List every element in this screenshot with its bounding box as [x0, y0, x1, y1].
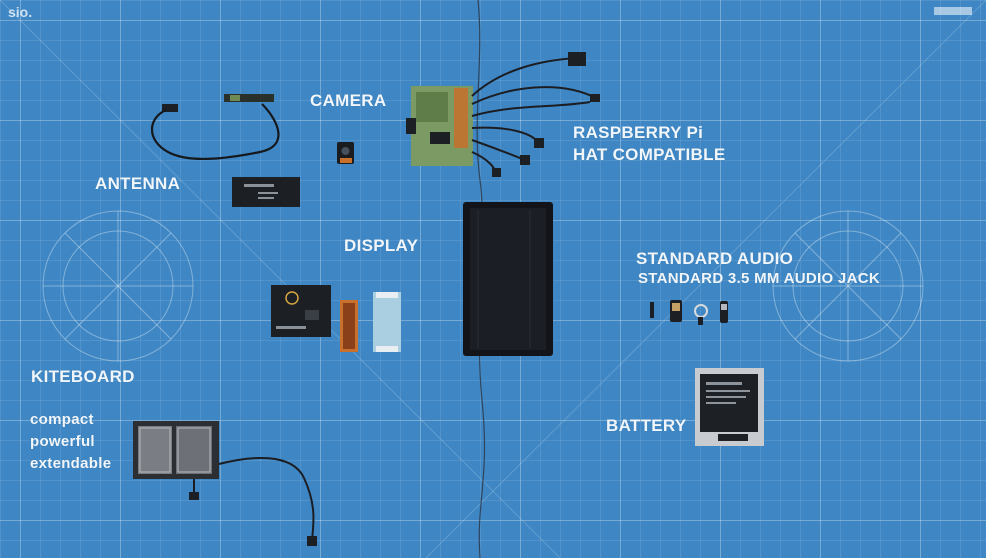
mat-corner-logo: sio.	[8, 4, 33, 20]
raspberry-pi-hat-board	[406, 52, 600, 177]
raspberry-pi-label: RASPBERRY Pi	[573, 123, 704, 142]
display-controller-board	[271, 285, 331, 337]
camera-module	[337, 142, 354, 164]
standard-audio-label: STANDARD AUDIO	[636, 249, 794, 268]
battery-pack	[695, 368, 764, 446]
left-protractor	[42, 210, 194, 362]
audio-jack-label: STANDARD 3.5 MM AUDIO JACK	[638, 270, 880, 287]
right-protractor	[772, 210, 924, 362]
kiteboard-feature-powerful: powerful	[30, 433, 95, 450]
kiteboard-feature-compact: compact	[30, 411, 94, 428]
audio-jack-parts	[650, 300, 728, 325]
battery-label: BATTERY	[606, 416, 687, 435]
kiteboard-label: KITEBOARD	[31, 367, 135, 386]
antenna-cable-piece	[151, 94, 280, 161]
hat-compatible-label: HAT COMPATIBLE	[573, 145, 726, 164]
display-panel	[463, 202, 553, 356]
flex-cable-clear	[373, 292, 401, 352]
antenna-label: ANTENNA	[95, 174, 181, 193]
mat-corner-tag	[934, 7, 972, 15]
kiteboard-feature-extendable: extendable	[30, 455, 112, 472]
antenna-flat-piece	[232, 177, 300, 207]
kiteboard-board	[133, 421, 317, 546]
display-label: DISPLAY	[344, 236, 419, 255]
flex-cable-orange	[340, 300, 358, 352]
camera-label: CAMERA	[310, 91, 387, 110]
